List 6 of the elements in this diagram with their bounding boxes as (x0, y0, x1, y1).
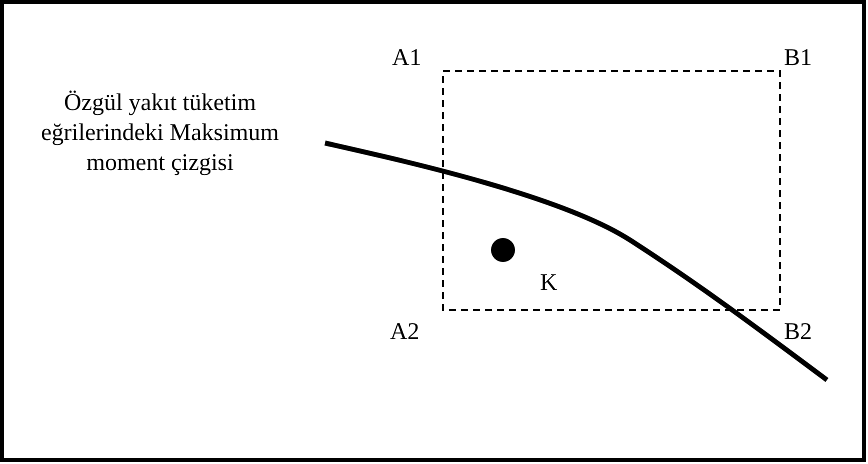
corner-label: A2 (390, 318, 420, 347)
corner-label: B1 (784, 44, 812, 73)
curve-label: Özgül yakıt tüketim eğrilerindeki Maksimum moment çizgisi (40, 89, 280, 178)
corner-label: B2 (784, 318, 812, 347)
point-label: K (540, 269, 558, 298)
corner-label: A1 (392, 44, 422, 73)
